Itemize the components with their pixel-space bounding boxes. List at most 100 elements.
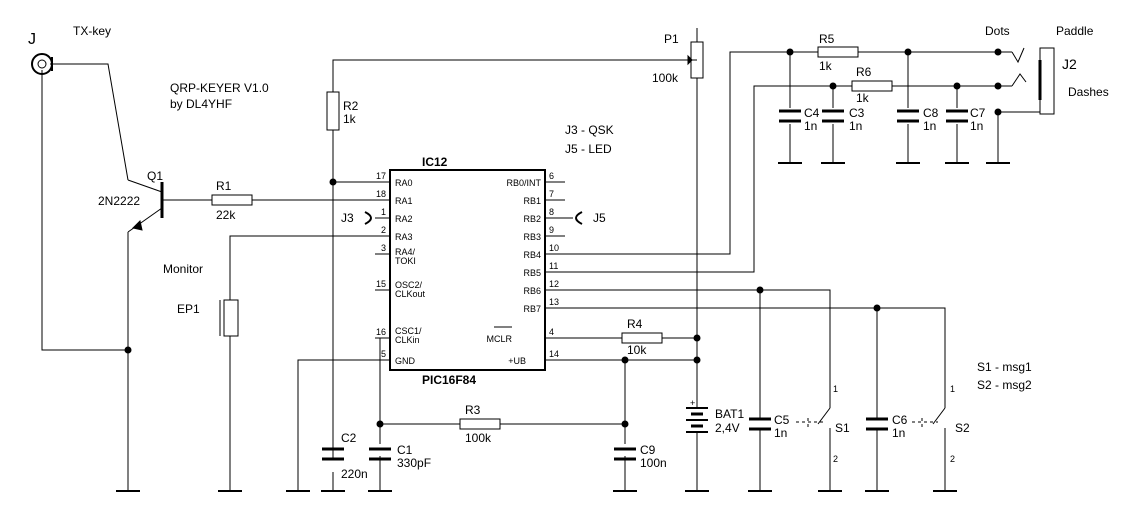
pin-name2: TOKI: [395, 256, 416, 266]
label-c9: C9: [640, 443, 656, 457]
label-c4: C4: [804, 106, 820, 120]
resistor-r4: [621, 332, 663, 344]
label-txkey: TX-key: [73, 24, 111, 38]
pin-name: GND: [395, 356, 416, 366]
pin-num: 18: [376, 189, 386, 199]
label-dashes: Dashes: [1068, 85, 1109, 99]
title-line1: QRP-KEYER V1.0: [170, 81, 269, 95]
label-r5-val: 1k: [819, 59, 833, 73]
label-msg1: S1 - msg1: [977, 360, 1032, 374]
pin-num: 14: [549, 349, 559, 359]
pin-name2: CLKin: [395, 335, 420, 345]
label-s1: S1: [835, 421, 850, 435]
capacitor-c2: [322, 447, 344, 461]
capacitor-c8: [897, 109, 919, 123]
label-r3: R3: [465, 403, 481, 417]
ic-part: PIC16F84: [422, 373, 476, 387]
pin-name: RB7: [523, 304, 541, 314]
label-r4-val: 10k: [627, 343, 647, 357]
resistor-r6: [851, 80, 893, 92]
label-s2-pin2: 2: [950, 454, 955, 464]
ic-left-pins: 17 RA0 18 RA1 1 RA2 2 RA3 3 RA4/ TOKI 15…: [376, 171, 426, 366]
label-j5: J5: [593, 211, 606, 225]
capacitor-c4: [779, 109, 801, 123]
ic-right-pins: 6 RB0/INT 7 RB1 8 RB2 9 RB3 10 RB4 11 RB…: [486, 171, 559, 366]
pin-name: RB6: [523, 286, 541, 296]
pin-name: RA4/: [395, 247, 416, 257]
label-s1-pin2: 2: [833, 454, 838, 464]
earphone-ep1: [219, 299, 239, 337]
label-j: J: [28, 31, 36, 48]
pin-name: CSC1/: [395, 326, 422, 336]
label-c3-val: 1n: [849, 119, 862, 133]
labels: J TX-key QRP-KEYER V1.0 by DL4YHF Q1 2N2…: [28, 24, 1109, 481]
resistor-r5: [817, 46, 859, 58]
label-r6-val: 1k: [856, 91, 870, 105]
resistor-r3: [459, 418, 501, 430]
label-p1: P1: [664, 32, 679, 46]
label-j2: J2: [1062, 56, 1077, 72]
junctions: [124, 48, 1002, 428]
label-c4-val: 1n: [804, 119, 817, 133]
label-c3: C3: [849, 106, 865, 120]
label-r6: R6: [856, 65, 872, 79]
paddle-contacts: [1011, 47, 1027, 87]
transistor-q1: [127, 179, 164, 233]
pin-num: 13: [549, 297, 559, 307]
label-c2: C2: [341, 431, 357, 445]
pin-num: 7: [549, 189, 554, 199]
label-paddle: Paddle: [1056, 24, 1094, 38]
pin-num: 12: [549, 279, 559, 289]
battery-bat1: [686, 407, 708, 433]
pin-name: RB0/INT: [506, 178, 541, 188]
pin-num: 9: [549, 225, 554, 235]
label-j3: J3: [341, 211, 354, 225]
contact-j3: [364, 211, 372, 225]
capacitor-c9: [614, 447, 636, 461]
pin-num: 4: [549, 327, 554, 337]
pin-name: RA2: [395, 214, 413, 224]
pin-num: 3: [381, 243, 386, 253]
pin-name: OSC2/: [395, 280, 423, 290]
label-led: J5 - LED: [565, 142, 612, 156]
ic-ref: IC12: [422, 155, 448, 169]
pin-name: RB4: [523, 250, 541, 260]
label-bat1-val: 2,4V: [715, 421, 740, 435]
label-qsk: J3 - QSK: [565, 123, 614, 137]
pin-name: RB5: [523, 268, 541, 278]
pin-num: 11: [549, 261, 558, 271]
label-r5: R5: [819, 32, 835, 46]
resistor-r2: [326, 91, 340, 131]
pin-name: RB3: [523, 232, 541, 242]
pin-num: 8: [549, 207, 554, 217]
label-c6: C6: [892, 413, 908, 427]
label-c1-val: 330pF: [397, 456, 431, 470]
label-c9-val: 100n: [640, 456, 667, 470]
pin-num: 15: [376, 279, 386, 289]
title-line2: by DL4YHF: [170, 97, 232, 111]
switch-s1: [796, 407, 831, 440]
label-r3-val: 100k: [465, 431, 492, 445]
label-msg2: S2 - msg2: [977, 378, 1032, 392]
ground-symbols: [116, 162, 1010, 492]
ic12: IC12 PIC16F84: [375, 155, 565, 387]
pin-num: 5: [381, 349, 386, 359]
capacitor-c6: [866, 417, 888, 431]
label-c1: C1: [397, 443, 413, 457]
pin-num: 2: [381, 225, 386, 235]
label-bat-plus: +: [690, 398, 695, 408]
label-bat1: BAT1: [715, 407, 744, 421]
pin-num: 16: [376, 327, 386, 337]
label-s1-pin1: 1: [833, 384, 838, 394]
capacitor-c3: [822, 109, 844, 123]
label-r2: R2: [343, 99, 359, 113]
capacitor-c5: [749, 417, 771, 431]
jack-j: [31, 53, 53, 75]
pin-name: +UB: [508, 356, 526, 366]
capacitor-c1: [369, 447, 391, 461]
pin-name2: CLKout: [395, 289, 426, 299]
pin-name: RB2: [523, 214, 541, 224]
label-monitor: Monitor: [163, 262, 203, 276]
pin-name: RA1: [395, 196, 413, 206]
